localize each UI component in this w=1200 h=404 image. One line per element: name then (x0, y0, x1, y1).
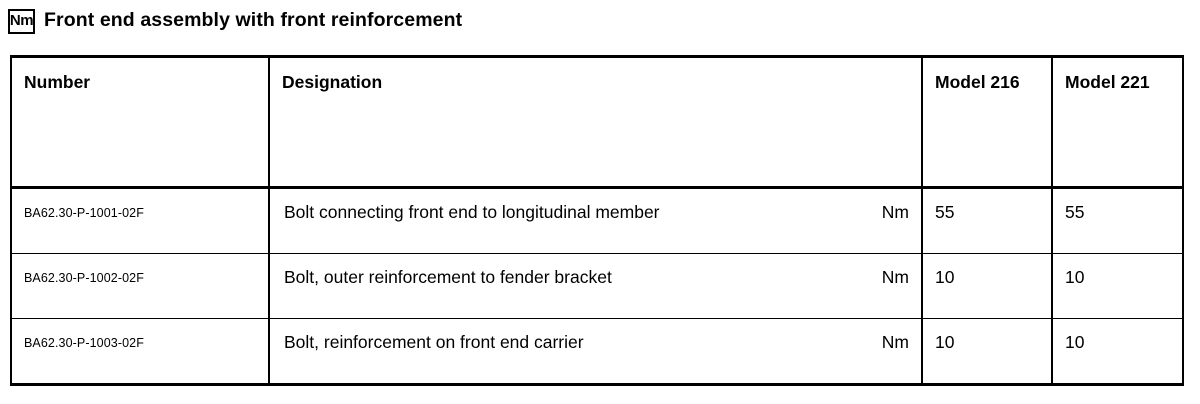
torque-value-model-216: 10 (935, 332, 955, 352)
part-number-text: BA62.30-P-1001-02F (24, 206, 144, 220)
torque-value-model-221: 10 (1065, 332, 1085, 352)
column-header-model-221: Model 221 (1051, 55, 1184, 189)
unit-text: Nm (881, 267, 909, 287)
designation-line: Bolt, outer reinforcement to fender brac… (284, 267, 909, 287)
table-header: Number Designation Model 216 Model 221 (10, 55, 1184, 189)
part-number-text: BA62.30-P-1002-02F (24, 271, 144, 285)
table-body: BA62.30-P-1001-02F Bolt connecting front… (10, 187, 1184, 386)
designation-line: Bolt connecting front end to longitudina… (284, 202, 909, 222)
page-title: Front end assembly with front reinforcem… (44, 9, 463, 32)
cell-number: BA62.30-P-1002-02F (10, 253, 270, 319)
column-header-model-216: Model 216 (921, 55, 1053, 189)
column-header-model-221-label: Model 221 (1065, 72, 1150, 92)
cell-designation: Bolt connecting front end to longitudina… (268, 187, 923, 254)
cell-model-221: 10 (1051, 253, 1184, 319)
designation-line: Bolt, reinforcement on front end carrier… (284, 332, 909, 352)
torque-specification-table: Number Designation Model 216 Model 221 B… (10, 55, 1184, 386)
cell-number: BA62.30-P-1003-02F (10, 318, 270, 386)
column-header-designation-label: Designation (282, 72, 383, 92)
torque-value-model-216: 10 (935, 267, 955, 287)
torque-value-model-216: 55 (935, 202, 955, 222)
column-header-number-label: Number (24, 72, 91, 92)
unit-text: Nm (881, 202, 909, 222)
torque-value-model-221: 10 (1065, 267, 1085, 287)
newton-meter-unit-icon: Nm (8, 8, 35, 34)
cell-designation: Bolt, outer reinforcement to fender brac… (268, 253, 923, 319)
table-row: BA62.30-P-1002-02F Bolt, outer reinforce… (10, 253, 1184, 319)
table-header-row: Number Designation Model 216 Model 221 (10, 55, 1184, 189)
cell-model-221: 55 (1051, 187, 1184, 254)
column-header-model-216-label: Model 216 (935, 72, 1020, 92)
cell-model-216: 10 (921, 253, 1053, 319)
column-header-designation: Designation (268, 55, 923, 189)
designation-text: Bolt, reinforcement on front end carrier (284, 332, 584, 352)
cell-number: BA62.30-P-1001-02F (10, 187, 270, 254)
section-header: Nm Front end assembly with front reinfor… (8, 6, 462, 36)
cell-model-221: 10 (1051, 318, 1184, 386)
column-header-number: Number (10, 55, 270, 189)
part-number-text: BA62.30-P-1003-02F (24, 336, 144, 350)
table-row: BA62.30-P-1003-02F Bolt, reinforcement o… (10, 318, 1184, 386)
cell-model-216: 10 (921, 318, 1053, 386)
designation-text: Bolt connecting front end to longitudina… (284, 202, 660, 222)
table-row: BA62.30-P-1001-02F Bolt connecting front… (10, 187, 1184, 254)
unit-text: Nm (881, 332, 909, 352)
cell-designation: Bolt, reinforcement on front end carrier… (268, 318, 923, 386)
torque-value-model-221: 55 (1065, 202, 1085, 222)
designation-text: Bolt, outer reinforcement to fender brac… (284, 267, 612, 287)
cell-model-216: 55 (921, 187, 1053, 254)
